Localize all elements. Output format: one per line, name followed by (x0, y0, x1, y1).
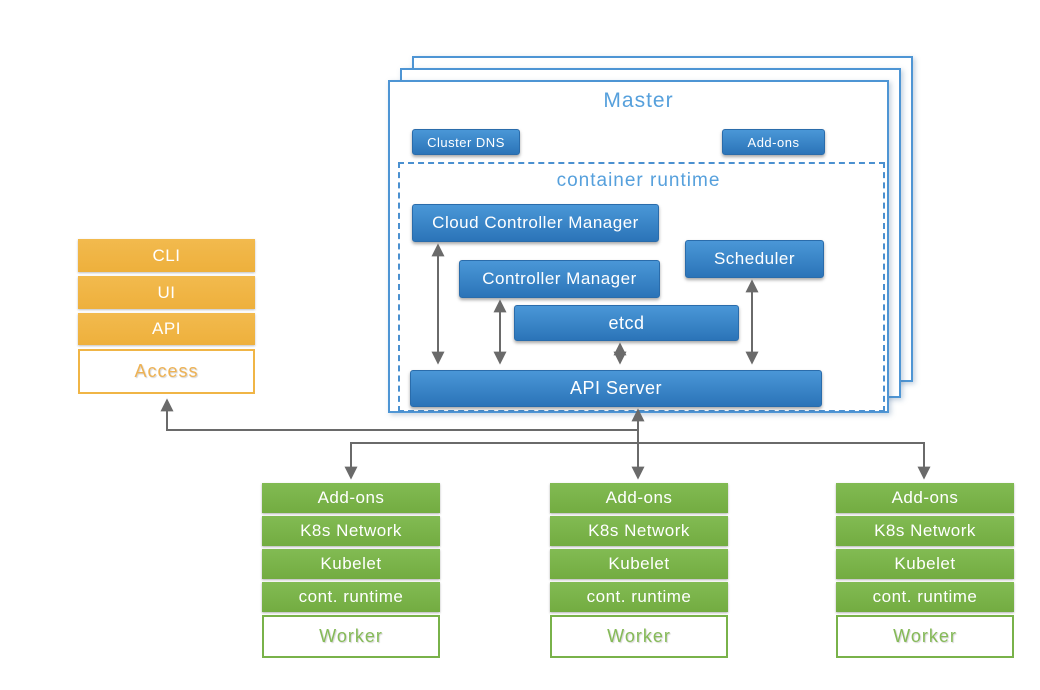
cli-label: CLI (152, 245, 181, 265)
worker3-addons-box: Add-ons (836, 483, 1014, 513)
cluster-dns-box: Cluster DNS (412, 129, 520, 155)
worker2-kubelet-box: Kubelet (550, 549, 728, 579)
worker3-k8s-network-label: K8s Network (874, 521, 976, 540)
worker2-base-label: Worker (607, 626, 671, 646)
worker2-addons-box: Add-ons (550, 483, 728, 513)
worker1-kubelet-label: Kubelet (320, 554, 382, 573)
controller-manager-box: Controller Manager (459, 260, 660, 298)
master-addons-label: Add-ons (747, 134, 800, 150)
worker3-addons-label: Add-ons (891, 488, 959, 507)
worker3-kubelet-label: Kubelet (894, 554, 956, 573)
controller-manager-label: Controller Manager (482, 269, 637, 288)
worker2-addons-label: Add-ons (605, 488, 673, 507)
api-access-box: API (78, 313, 255, 345)
access-stack: CLI UI API Access (78, 239, 255, 394)
worker1-base-label: Worker (319, 626, 383, 646)
worker-node-2: Add-ons K8s Network Kubelet cont. runtim… (550, 483, 728, 658)
api-server-box: API Server (410, 370, 822, 407)
cloud-controller-manager-box: Cloud Controller Manager (412, 204, 659, 242)
master-node-box: Master Cluster DNS Add-ons container run… (388, 80, 889, 413)
api-access-label: API (152, 319, 181, 338)
worker2-k8s-network-box: K8s Network (550, 516, 728, 546)
container-runtime-title: container runtime (556, 170, 721, 191)
worker3-kubelet-box: Kubelet (836, 549, 1014, 579)
etcd-label: etcd (608, 312, 645, 333)
worker1-cont-runtime-box: cont. runtime (262, 582, 440, 612)
cloud-controller-manager-label: Cloud Controller Manager (432, 213, 639, 232)
worker3-k8s-network-box: K8s Network (836, 516, 1014, 546)
cluster-dns-label: Cluster DNS (427, 134, 505, 150)
ui-label: UI (157, 282, 176, 302)
worker1-k8s-network-box: K8s Network (262, 516, 440, 546)
worker1-addons-label: Add-ons (317, 488, 385, 507)
worker3-base-box: Worker (836, 615, 1014, 658)
worker3-cont-runtime-box: cont. runtime (836, 582, 1014, 612)
worker1-cont-runtime-label: cont. runtime (298, 587, 404, 606)
etcd-box: etcd (514, 305, 739, 341)
worker3-cont-runtime-label: cont. runtime (872, 587, 978, 606)
cli-box: CLI (78, 239, 255, 272)
worker-node-1: Add-ons K8s Network Kubelet cont. runtim… (262, 483, 440, 658)
worker2-k8s-network-label: K8s Network (588, 521, 690, 540)
worker-node-3: Add-ons K8s Network Kubelet cont. runtim… (836, 483, 1014, 658)
worker1-kubelet-box: Kubelet (262, 549, 440, 579)
api-server-label: API Server (569, 378, 663, 398)
worker3-base-label: Worker (893, 626, 957, 646)
worker2-cont-runtime-label: cont. runtime (586, 587, 692, 606)
ui-box: UI (78, 276, 255, 309)
master-addons-box: Add-ons (722, 129, 825, 155)
access-base-label: Access (134, 361, 199, 381)
worker1-k8s-network-label: K8s Network (300, 521, 402, 540)
worker1-addons-box: Add-ons (262, 483, 440, 513)
scheduler-label: Scheduler (713, 249, 796, 268)
worker2-cont-runtime-box: cont. runtime (550, 582, 728, 612)
master-title: Master (603, 89, 674, 112)
scheduler-box: Scheduler (685, 240, 824, 278)
worker2-base-box: Worker (550, 615, 728, 658)
access-base-box: Access (78, 349, 255, 394)
worker1-base-box: Worker (262, 615, 440, 658)
worker2-kubelet-label: Kubelet (608, 554, 670, 573)
